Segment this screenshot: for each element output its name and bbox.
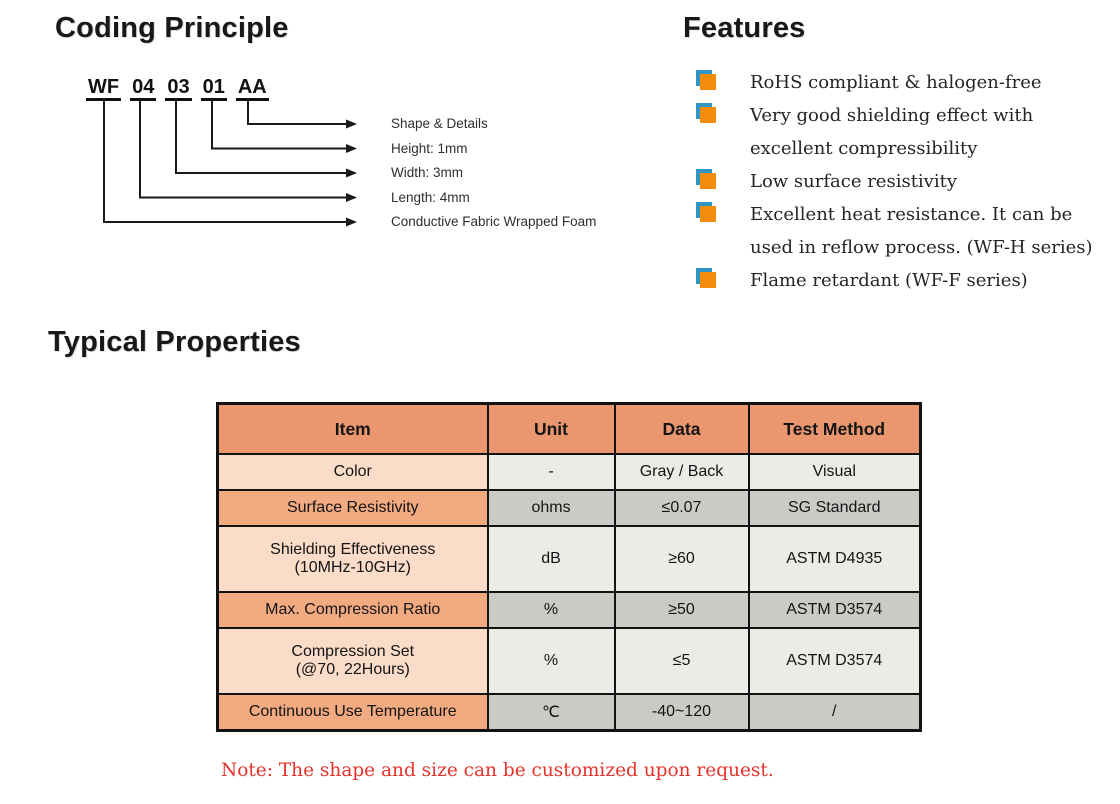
- feature-text: Low surface resistivity: [750, 171, 958, 192]
- cell-test-method: ASTM D4935: [747, 525, 922, 593]
- col-header-test-method: Test Method: [747, 402, 922, 455]
- cell-test-method: /: [747, 693, 922, 732]
- cell-test-method: ASTM D3574: [747, 591, 922, 629]
- cell-item: Compression Set (@70, 22Hours): [216, 627, 489, 695]
- code-label-shape: Shape & Details: [391, 116, 488, 131]
- code-segment-height: 01: [200, 76, 227, 101]
- cell-unit: ohms: [486, 489, 616, 527]
- coding-diagram-lines: [103, 101, 357, 227]
- cell-data: Gray / Back: [613, 453, 750, 491]
- feature-text: RoHS compliant & halogen-free: [750, 72, 1042, 93]
- feature-item: Flame retardant (WF-F series): [700, 264, 1100, 297]
- cell-unit: ℃: [486, 693, 616, 732]
- cell-item: Continuous Use Temperature: [216, 693, 489, 732]
- features-title: Features: [683, 12, 806, 44]
- cell-test-method: SG Standard: [747, 489, 922, 527]
- cell-unit: %: [486, 591, 616, 629]
- code-label-length: Length: 4mm: [391, 190, 470, 205]
- square-bullet-icon: [700, 107, 716, 123]
- table-row: Compression Set (@70, 22Hours) % ≤5 ASTM…: [216, 627, 922, 695]
- product-code: WF 04 03 01 AA: [86, 76, 269, 101]
- typical-properties-title: Typical Properties: [48, 326, 301, 358]
- table-row: Shielding Effectiveness (10MHz-10GHz) dB…: [216, 525, 922, 593]
- code-label-width: Width: 3mm: [391, 165, 464, 180]
- table-row: Color - Gray / Back Visual: [216, 453, 922, 491]
- feature-text: Flame retardant (WF-F series): [750, 270, 1028, 291]
- code-segment-series: WF: [86, 76, 122, 101]
- cell-data: ≤5: [613, 627, 750, 695]
- feature-item: Low surface resistivity: [700, 165, 1100, 198]
- table-row: Max. Compression Ratio % ≥50 ASTM D3574: [216, 591, 922, 629]
- cell-data: -40~120: [613, 693, 750, 732]
- feature-item: Very good shielding effect with excellen…: [700, 99, 1100, 165]
- cell-item: Color: [216, 453, 489, 491]
- feature-item: RoHS compliant & halogen-free: [700, 66, 1100, 99]
- code-segment-length: 04: [130, 76, 157, 101]
- code-segment-width: 03: [165, 76, 192, 101]
- cell-data: ≤0.07: [613, 489, 750, 527]
- col-header-data: Data: [613, 402, 750, 455]
- table-row: Surface Resistivity ohms ≤0.07 SG Standa…: [216, 489, 922, 527]
- col-header-item: Item: [216, 402, 489, 455]
- square-bullet-icon: [700, 206, 716, 222]
- table-row: Continuous Use Temperature ℃ -40~120 /: [216, 693, 922, 732]
- cell-item: Max. Compression Ratio: [216, 591, 489, 629]
- cell-data: ≥60: [613, 525, 750, 593]
- feature-text: Very good shielding effect with excellen…: [750, 105, 1034, 159]
- properties-table: Item Unit Data Test Method Color - Gray …: [216, 402, 922, 732]
- cell-test-method: ASTM D3574: [747, 627, 922, 695]
- cell-item: Surface Resistivity: [216, 489, 489, 527]
- cell-unit: -: [486, 453, 616, 491]
- features-list: RoHS compliant & halogen-free Very good …: [700, 66, 1100, 297]
- cell-data: ≥50: [613, 591, 750, 629]
- square-bullet-icon: [700, 272, 716, 288]
- feature-item: Excellent heat resistance. It can be use…: [700, 198, 1100, 264]
- cell-unit: dB: [486, 525, 616, 593]
- code-segment-shape: AA: [235, 76, 269, 101]
- code-label-height: Height: 1mm: [391, 141, 468, 156]
- code-label-material: Conductive Fabric Wrapped Foam: [391, 214, 597, 229]
- square-bullet-icon: [700, 173, 716, 189]
- square-bullet-icon: [700, 74, 716, 90]
- col-header-unit: Unit: [486, 402, 616, 455]
- table-header-row: Item Unit Data Test Method: [216, 402, 922, 455]
- cell-test-method: Visual: [747, 453, 922, 491]
- customization-note: Note: The shape and size can be customiz…: [221, 760, 774, 781]
- coding-principle-title: Coding Principle: [55, 12, 289, 44]
- feature-text: Excellent heat resistance. It can be use…: [750, 204, 1093, 258]
- cell-item: Shielding Effectiveness (10MHz-10GHz): [216, 525, 489, 593]
- cell-unit: %: [486, 627, 616, 695]
